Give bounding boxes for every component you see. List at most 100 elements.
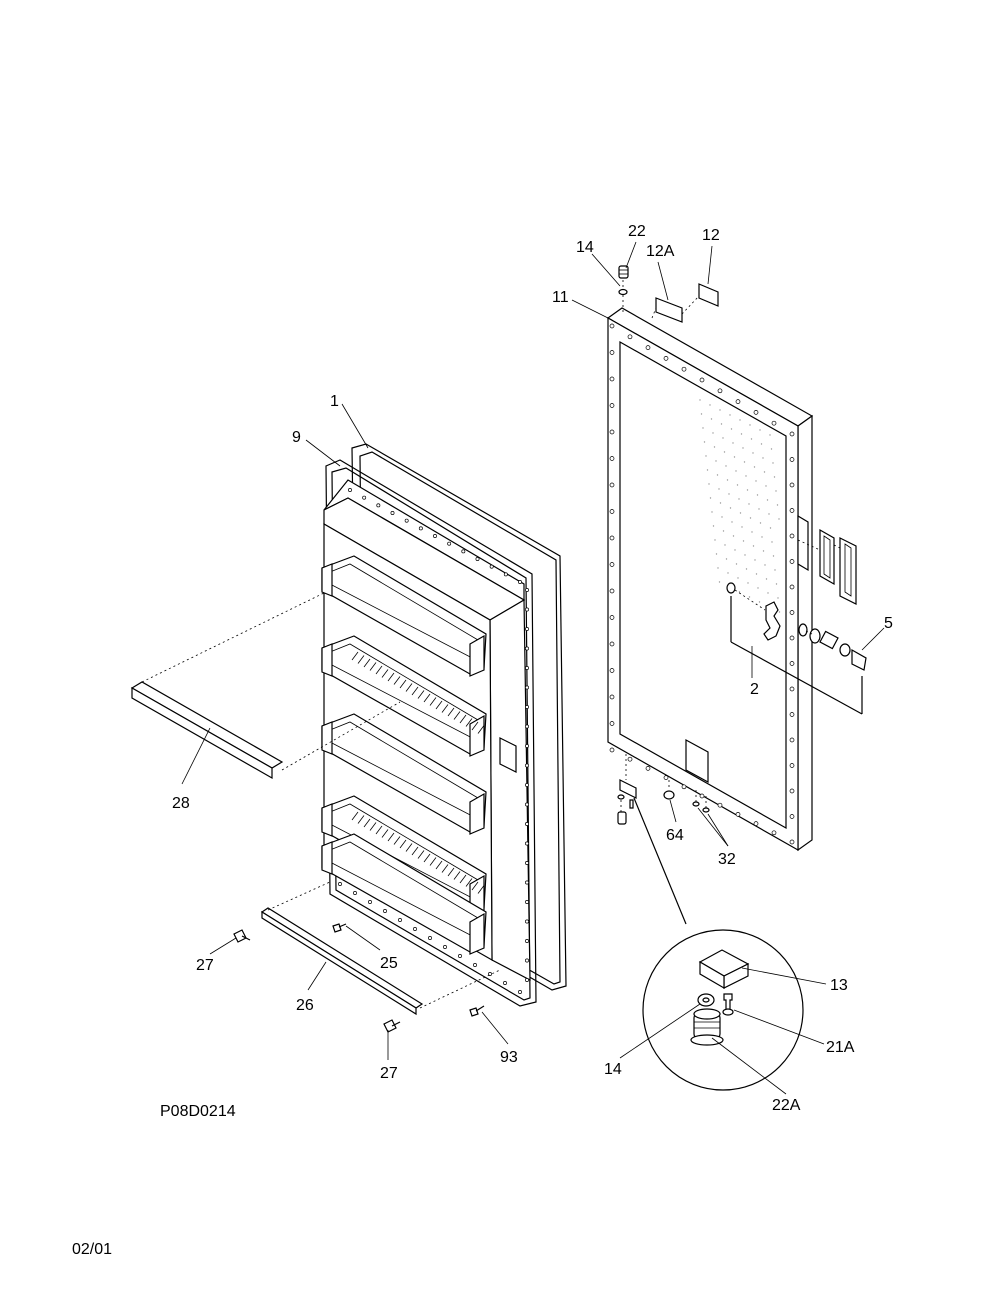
panel-screw-hole [609,668,615,673]
callout-2: 2 [750,681,759,698]
panel-texture-dot [728,493,730,495]
panel-texture-dot [735,470,737,472]
panel-texture-dot [719,502,722,504]
panel-texture-dot [706,469,709,471]
panel-texture-dot [732,442,734,444]
panel-screw-hole [753,821,759,826]
panel-texture-dot [758,508,760,510]
panel-texture-dot [731,521,733,523]
panel-texture-dot [726,479,729,481]
callout-21a: 21A [826,1039,855,1056]
panel-screw-hole [663,356,669,361]
panel-screw-hole [609,350,615,355]
panel-screw-hole [681,784,687,790]
outer-door-panel [606,307,814,852]
fasteners-left [233,923,485,1033]
liner-screw-hole [503,981,507,985]
panel-texture-dot [765,485,767,487]
liner-screw-hole [348,488,352,492]
panel-texture-dot [722,530,725,532]
liner-screw-hole [525,724,529,729]
panel-screw-hole [771,830,777,836]
panel-texture-dot [748,503,750,505]
panel-screw-hole [699,793,705,799]
panel-texture-dot [737,577,739,579]
panel-texture-dot [770,448,773,450]
panel-texture-dot [715,553,718,555]
panel-screw-hole [789,788,795,794]
panel-texture-dot [776,504,779,506]
panel-texture-dot [759,429,761,431]
panel-texture-dot [711,511,713,513]
liner-screw-hole [475,557,480,561]
panel-texture-dot [721,516,723,518]
panel-texture-dot [702,427,704,429]
liner-screw-hole [398,918,402,922]
callout-5: 5 [884,615,893,632]
top-labels [651,283,719,323]
door-shelf [321,635,487,757]
panel-texture-dot [769,434,771,436]
panel-screw-hole [735,399,741,404]
panel-texture-dot [741,526,743,528]
liner-screw-hole [503,572,508,577]
callout-27-left: 27 [196,957,214,974]
liner-screw-hole [447,541,452,546]
panel-screw-hole [789,457,795,462]
panel-texture-dot [754,559,756,561]
bottom-hinge-small [617,754,687,925]
lock-cylinder [798,623,867,671]
liner-screw-hole [368,900,372,904]
panel-screw-hole [609,747,615,753]
panel-screw-hole [663,775,669,780]
liner-screw-hole [525,822,529,826]
panel-screw-hole [681,366,687,372]
liner-screw-hole [362,495,367,500]
callout-9: 9 [292,429,301,446]
bottom-fasteners [663,780,710,813]
liner-screw-hole [525,646,529,651]
panel-screw-hole [609,641,615,647]
liner-screw-hole [525,802,529,807]
panel-texture-dot [710,418,713,420]
panel-texture-dot [762,550,765,552]
panel-texture-dot [699,399,701,401]
panel-screw-hole [609,562,615,567]
panel-screw-hole [789,559,795,564]
panel-texture-dot [742,447,744,449]
panel-texture-dot [778,518,780,520]
liner-screw-hole [525,627,529,631]
panel-screw-hole [789,839,795,845]
panel-texture-dot [771,541,773,543]
leader-lines [181,241,885,1095]
liner-screw-hole [525,763,529,768]
panel-texture-dot [738,498,740,500]
panel-texture-dot [768,513,770,515]
detail-circle [642,929,804,1091]
panel-texture-dot [774,569,776,571]
panel-screw-hole [609,376,615,382]
liner-screw-hole [518,580,522,584]
liner-screw-hole [390,511,395,515]
panel-texture-dot [775,583,778,585]
callout-14-detail: 14 [604,1061,622,1078]
panel-screw-hole [609,588,615,594]
liner-screw-hole [525,978,529,982]
callout-32: 32 [718,851,736,868]
panel-texture-dot [758,601,761,603]
panel-screw-hole [789,661,795,666]
panel-screw-hole [771,420,777,426]
panel-texture-dot [749,517,752,519]
callout-28: 28 [172,795,190,812]
liner-screw-hole [525,666,529,670]
panel-screw-hole [609,509,615,514]
callout-13: 13 [830,977,848,994]
panel-screw-hole [789,635,795,641]
panel-texture-dot [772,555,775,557]
panel-texture-dot [734,549,736,551]
liner-screw-hole [518,990,522,994]
panel-texture-dot [720,423,723,425]
panel-texture-dot [719,409,721,411]
panel-texture-dot [744,554,746,556]
revision-date: 02/01 [72,1241,112,1258]
